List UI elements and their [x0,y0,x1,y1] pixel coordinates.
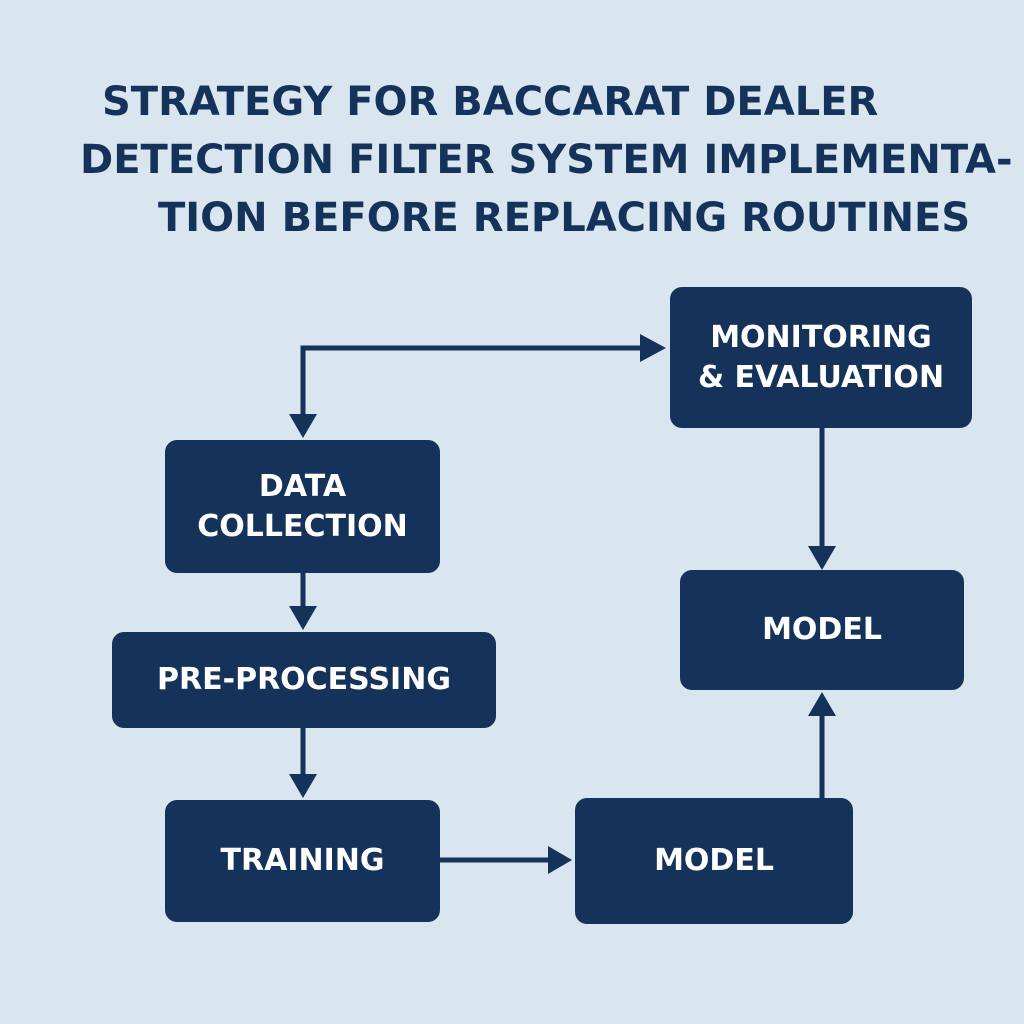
node-model-right-label: MODEL [762,612,882,647]
arrow-head-into-model-right-from-above [808,546,836,570]
arrow-head-into-model-right-from-below [808,692,836,716]
node-monitoring-evaluation: MONITORING & EVALUATION [670,287,972,428]
arrow-head-into-data-collection [289,414,317,438]
node-data-collection: DATA COLLECTION [165,440,440,573]
node-pre-processing-label: PRE-PROCESSING [157,662,451,697]
node-training-label: TRAINING [220,843,385,878]
arrow-head-into-training [289,774,317,798]
arrow-monitoring-to-data-collection [300,345,642,420]
title-line-1: STRATEGY FOR BACCARAT DEALER [102,79,879,125]
node-monitoring-label: MONITORING & EVALUATION [697,319,945,395]
title-line-3: TION BEFORE REPLACING ROUTINES [158,195,971,241]
node-model-bottom-label: MODEL [654,843,774,878]
node-training: TRAINING [165,800,440,922]
arrow-head-into-monitoring [640,334,666,362]
arrow-head-into-model-bottom [548,846,572,874]
node-data-collection-label: DATA COLLECTION [197,468,408,544]
node-model-right: MODEL [680,570,964,690]
arrow-head-into-pre-processing [289,606,317,630]
node-pre-processing: PRE-PROCESSING [112,632,496,728]
title-line-2: DETECTION FILTER SYSTEM IMPLEMENTA- [80,137,1013,183]
node-model-bottom: MODEL [575,798,853,924]
